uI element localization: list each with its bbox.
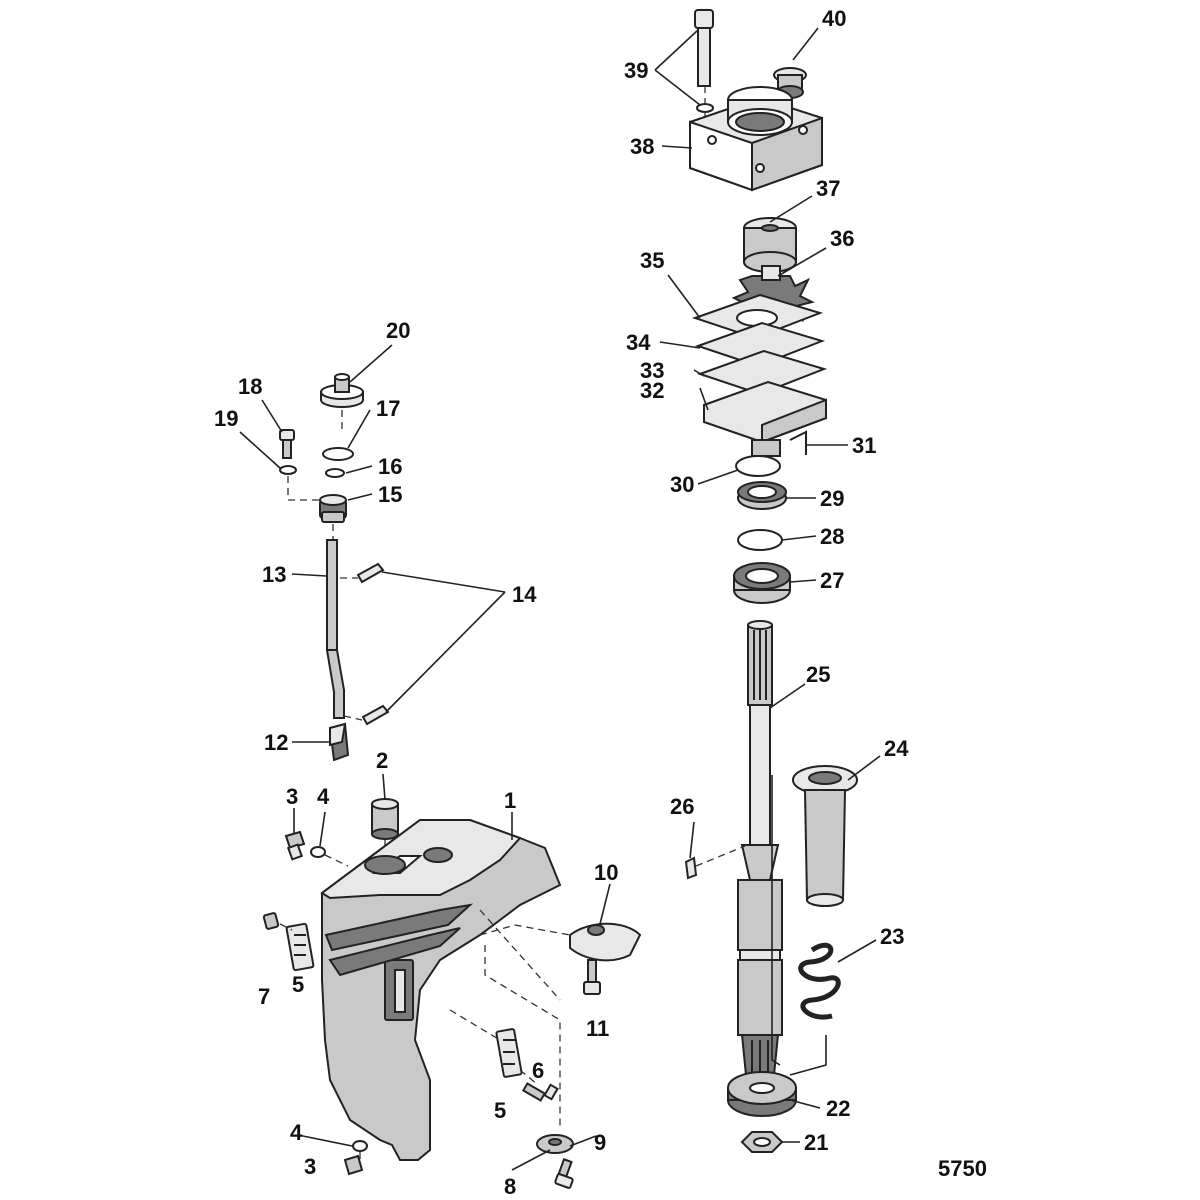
part-20-shift-cap — [320, 373, 364, 408]
callout-15: 15 — [378, 482, 402, 507]
callout-17: 17 — [376, 396, 400, 421]
callout-27: 27 — [820, 568, 844, 593]
callout-11: 11 — [586, 1016, 609, 1041]
callout-8: 8 — [504, 1174, 516, 1199]
part-40-grommet — [773, 67, 807, 99]
callout-7: 7 — [258, 984, 270, 1009]
callout-33: 33 — [640, 358, 664, 383]
part-19-washer — [279, 465, 297, 475]
part-14-pin-lower — [361, 704, 390, 726]
callout-40: 40 — [822, 6, 846, 31]
callout-9: 9 — [594, 1130, 606, 1155]
callout-34: 34 — [626, 330, 651, 355]
part-37-impeller-insert — [743, 217, 797, 273]
part-7-screw — [262, 912, 280, 930]
gear-housing-assembly — [262, 798, 642, 1189]
callout-28: 28 — [820, 524, 844, 549]
part-3-screw-lower — [343, 1154, 364, 1176]
part-4-washer-lower — [352, 1140, 368, 1152]
part-12-shift-coupler — [328, 722, 350, 762]
part-26-key — [684, 856, 698, 880]
part-22-pinion-gear — [727, 1071, 797, 1117]
callout-21: 21 — [804, 1130, 828, 1155]
part-18-screw — [279, 429, 295, 459]
part-35-face-plate — [691, 293, 824, 340]
callout-5-right: 5 — [494, 1098, 506, 1123]
part-24-water-tube-guide — [792, 765, 858, 907]
callout-3-lower: 3 — [304, 1154, 316, 1179]
callout-31: 31 — [852, 433, 876, 458]
part-28-retaining-ring — [737, 529, 783, 551]
callout-22: 22 — [826, 1096, 850, 1121]
callout-1: 1 — [504, 788, 516, 813]
callout-20: 20 — [386, 318, 410, 343]
callout-4-lower: 4 — [290, 1120, 303, 1145]
part-30-o-ring — [735, 455, 781, 477]
callout-13: 13 — [262, 562, 286, 587]
callout-32: 32 — [640, 378, 664, 403]
water-pump-assembly — [689, 9, 828, 604]
part-10-trim-tab — [569, 922, 642, 962]
callout-23: 23 — [880, 924, 904, 949]
diagram-reference-number: 5750 — [938, 1156, 987, 1181]
part-15-bushing — [319, 494, 347, 523]
part-27-bearing — [733, 562, 791, 604]
part-16-o-ring — [325, 468, 345, 478]
part-11-screw — [583, 959, 601, 995]
part-9-screw — [554, 1158, 574, 1189]
shift-rod-assembly — [279, 373, 390, 762]
part-4-washer-upper — [310, 846, 326, 858]
part-33-gasket — [696, 349, 828, 396]
part-38-pump-housing — [689, 86, 823, 192]
part-2-bushing — [371, 798, 399, 840]
part-5-anode-right — [495, 1028, 523, 1078]
callout-6: 6 — [532, 1058, 544, 1083]
part-39-screw — [694, 9, 714, 87]
part-14-pin-upper — [356, 562, 385, 584]
callout-25: 25 — [806, 662, 830, 687]
part-3-screw-upper — [284, 830, 306, 861]
driveshaft-assembly — [684, 620, 858, 1153]
part-25-driveshaft — [737, 620, 783, 1076]
callout-39: 39 — [624, 58, 648, 83]
callout-19: 19 — [214, 406, 238, 431]
part-21-nut — [740, 1131, 784, 1153]
callout-37: 37 — [816, 176, 840, 201]
callout-10: 10 — [594, 860, 618, 885]
part-23-spring — [798, 942, 841, 1020]
part-8-washer — [536, 1134, 574, 1154]
part-5-anode-left — [285, 922, 315, 972]
part-31-drive-key — [789, 430, 807, 455]
part-6-screw — [521, 1082, 559, 1102]
callout-35: 35 — [640, 248, 664, 273]
callout-36: 36 — [830, 226, 854, 251]
leader-lines — [239, 27, 881, 1171]
part-1-gear-housing — [320, 819, 562, 1161]
callout-4-upper: 4 — [317, 784, 330, 809]
callout-12: 12 — [264, 730, 288, 755]
part-13-shift-rod — [325, 539, 345, 719]
part-17-o-ring — [322, 447, 354, 461]
callout-14: 14 — [512, 582, 537, 607]
callout-16: 16 — [378, 454, 402, 479]
callout-3-upper: 3 — [286, 784, 298, 809]
callout-18: 18 — [238, 374, 262, 399]
callout-5-left: 5 — [292, 972, 304, 997]
callout-38: 38 — [630, 134, 654, 159]
callout-30: 30 — [670, 472, 694, 497]
callout-26: 26 — [670, 794, 694, 819]
callout-24: 24 — [884, 736, 909, 761]
part-32-pump-base — [703, 380, 827, 457]
part-29-seal-carrier — [737, 481, 787, 510]
callout-2: 2 — [376, 748, 388, 773]
callout-29: 29 — [820, 486, 844, 511]
callout-labels: 1 2 3 3 4 4 5 5 6 7 8 9 10 11 12 13 14 1… — [214, 6, 987, 1199]
